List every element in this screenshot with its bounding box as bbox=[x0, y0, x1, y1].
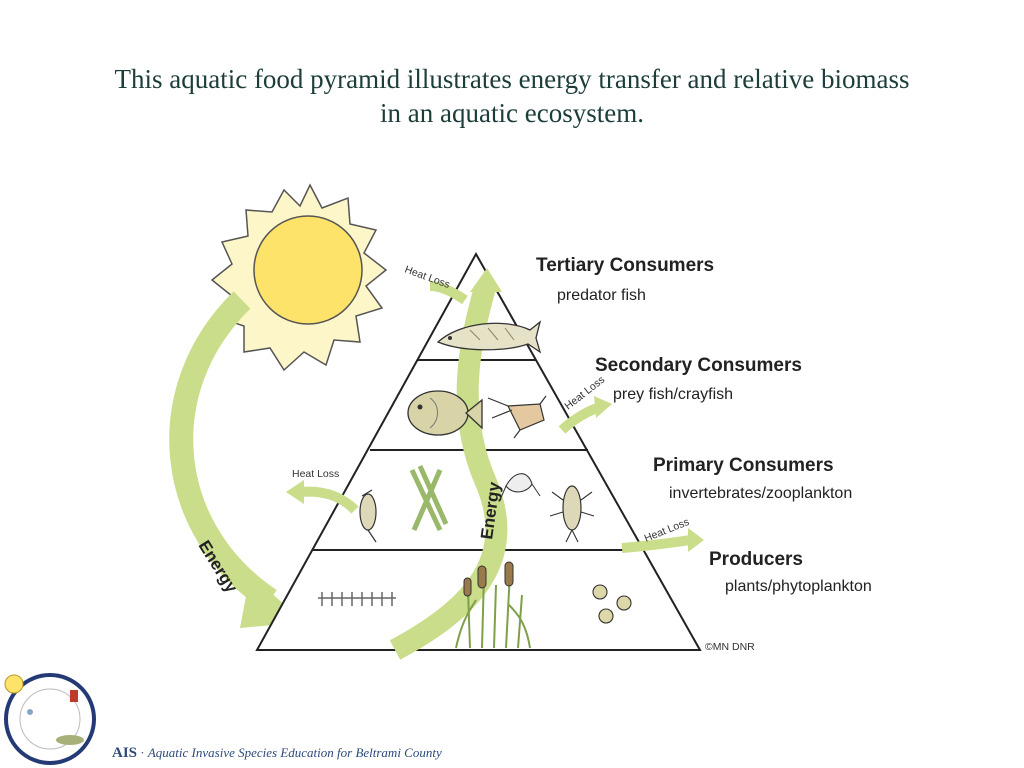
zooplankton-icon bbox=[499, 473, 541, 501]
footer-ais: AIS bbox=[112, 745, 138, 761]
heat-loss-arrow-top bbox=[429, 281, 468, 305]
cattails-icon bbox=[455, 561, 531, 649]
heat-loss-arrow-secondary bbox=[558, 396, 612, 434]
pike-icon bbox=[436, 320, 542, 354]
producers-title: Producers bbox=[709, 549, 803, 570]
heat-loss-arrow-producers bbox=[621, 528, 704, 553]
sunfish-icon bbox=[407, 390, 483, 436]
midge-larva-icon bbox=[359, 489, 377, 543]
slide-title-line-2: in an aquatic ecosystem. bbox=[380, 98, 644, 128]
slide-title-line-1: This aquatic food pyramid illustrates en… bbox=[114, 64, 910, 94]
crayfish-icon bbox=[487, 395, 547, 439]
producers-subtitle: plants/phytoplankton bbox=[725, 578, 872, 595]
footer-separator: · bbox=[137, 745, 148, 760]
phytoplankton-row-icon bbox=[318, 592, 396, 606]
primary-subtitle: invertebrates/zooplankton bbox=[669, 485, 852, 502]
secondary-title: Secondary Consumers bbox=[595, 355, 802, 376]
footer-text: Aquatic Invasive Species Education for B… bbox=[147, 745, 442, 760]
primary-title: Primary Consumers bbox=[653, 455, 834, 476]
sun-icon bbox=[210, 183, 388, 372]
heat-loss-arrow-primary bbox=[286, 480, 359, 514]
mayfly-nymph-icon bbox=[549, 485, 595, 543]
algae-cells-icon bbox=[592, 584, 632, 624]
secondary-subtitle: prey fish/crayfish bbox=[613, 386, 733, 403]
footer: AIS · Aquatic Invasive Species Education… bbox=[112, 745, 442, 762]
ais-logo bbox=[4, 673, 96, 765]
tertiary-subtitle: predator fish bbox=[557, 287, 646, 304]
plant-stems-icon bbox=[409, 464, 449, 532]
tertiary-title: Tertiary Consumers bbox=[536, 255, 714, 276]
heat-loss-label-top: Heat Loss bbox=[403, 264, 452, 291]
copyright-text: ©MN DNR bbox=[705, 641, 755, 653]
heat-loss-label-primary: Heat Loss bbox=[292, 468, 339, 480]
slide-title: This aquatic food pyramid illustrates en… bbox=[40, 62, 984, 130]
